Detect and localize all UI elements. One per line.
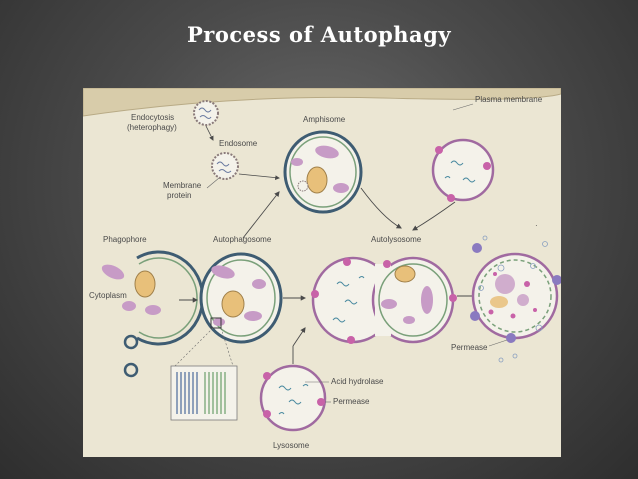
lysosome-bottom	[259, 364, 327, 432]
amphisome-label: Amphisome	[303, 115, 346, 124]
autophagy-diagram-svg: Plasma membrane Endocytosis (heterophagy…	[83, 88, 561, 450]
plasma-membrane-label: Plasma membrane	[475, 95, 543, 104]
phagophore-label: Phagophore	[103, 235, 147, 244]
lysosome-label: Lysosome	[273, 441, 310, 450]
autophagosome-label: Autophagosome	[213, 235, 272, 244]
heterophagy-label: (heterophagy)	[127, 123, 177, 132]
dot-marker: ·	[535, 221, 538, 230]
autophagy-diagram: Plasma membrane Endocytosis (heterophagy…	[83, 88, 561, 457]
endocytosis-vesicle	[193, 100, 219, 126]
amphisome	[283, 130, 363, 214]
permease-label-lysosome: Permease	[333, 397, 370, 406]
autophagosome	[199, 252, 283, 344]
slide-title: Process of Autophagy	[186, 22, 452, 47]
membrane-label: Membrane	[163, 181, 202, 190]
phagophore	[101, 250, 205, 378]
plasma-membrane	[83, 88, 561, 117]
endosome	[211, 152, 239, 180]
lysosome-top	[431, 138, 495, 202]
endosome-label: Endosome	[219, 139, 258, 148]
autolysosome-label: Autolysosome	[371, 235, 422, 244]
autolysosome	[311, 256, 457, 344]
membrane-bilayer-inset	[170, 365, 238, 421]
endocytosis-label: Endocytosis	[131, 113, 174, 122]
protein-label: protein	[167, 191, 191, 200]
acid-hydrolase-label: Acid hydrolase	[331, 377, 384, 386]
cytoplasm-label: Cytoplasm	[89, 291, 127, 300]
degrading-lysosome	[470, 235, 561, 363]
permease-label-right: Permease	[451, 343, 488, 352]
